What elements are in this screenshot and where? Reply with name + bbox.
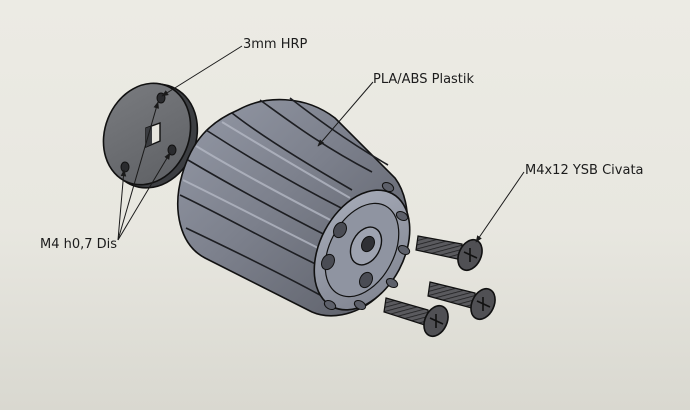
label-hole-thread: M4 h0,7 Dis: [40, 237, 118, 252]
label-knob-material: PLA/ABS Plastik: [373, 72, 475, 87]
label-hrp-plate: 3mm HRP: [243, 37, 308, 52]
face-boss-3: [359, 271, 373, 289]
leader-screw: [475, 171, 525, 243]
screw-bottom: [383, 297, 449, 338]
rim-notches: [323, 181, 411, 311]
face-boss-2: [321, 253, 335, 271]
grip-flutes: [179, 97, 389, 296]
label-screw-spec: M4x12 YSB Civata: [525, 163, 644, 178]
shaft-bore: [361, 235, 375, 253]
leader-hrp: [161, 45, 243, 97]
mount-hole-left: [120, 161, 130, 173]
face-boss-1: [333, 221, 347, 239]
leader-plastic: [317, 81, 374, 147]
screw-middle: [427, 281, 496, 321]
leader-holes: [117, 101, 171, 241]
knob-body: [177, 97, 411, 317]
